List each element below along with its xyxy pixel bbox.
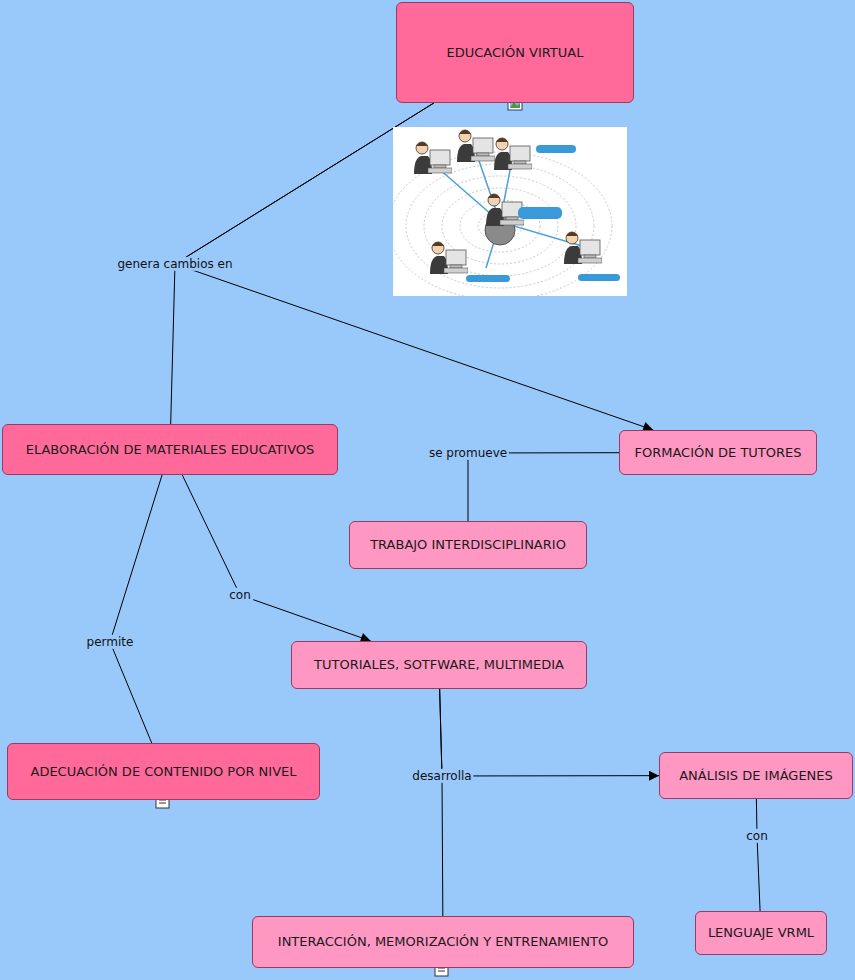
- tag-pill: [578, 274, 620, 281]
- connector-line: [440, 689, 659, 776]
- linking-phrase: permite: [85, 635, 136, 649]
- concept-box: FORMACIÓN DE TUTORES: [619, 430, 817, 475]
- concept-text: ADECUACIÓN DE CONTENIDO POR NIVEL: [31, 764, 297, 780]
- illustration: [388, 127, 627, 300]
- concept-box: EDUCACIÓN VIRTUAL: [396, 2, 634, 103]
- connector-line: [175, 103, 653, 430]
- person-figure: [486, 194, 524, 226]
- person-figure: [494, 138, 532, 170]
- linking-phrase: genera cambios en: [115, 257, 234, 271]
- concept-box: TRABAJO INTERDISCIPLINARIO: [349, 521, 587, 569]
- linking-phrase: con: [744, 829, 770, 843]
- connector-line: [182, 475, 371, 641]
- person-figure: [457, 130, 495, 162]
- person-figure: [564, 232, 602, 264]
- concept-text: INTERACCIÓN, MEMORIZACIÓN Y ENTRENAMIENT…: [278, 934, 608, 950]
- orbit-ring: [406, 164, 594, 288]
- linking-phrase: con: [227, 588, 253, 602]
- tag-pill: [466, 275, 510, 282]
- connector-line: [110, 475, 162, 743]
- concept-box: INTERACCIÓN, MEMORIZACIÓN Y ENTRENAMIENT…: [252, 916, 634, 968]
- concept-text: FORMACIÓN DE TUTORES: [634, 445, 801, 461]
- concept-box: ANÁLISIS DE IMÁGENES: [659, 752, 853, 799]
- illustration-frame: [393, 127, 627, 296]
- concept-text: LENGUAJE VRML: [708, 925, 814, 941]
- concept-text: EDUCACIÓN VIRTUAL: [447, 45, 584, 61]
- concept-text: TUTORIALES, SOTFWARE, MULTIMEDIA: [314, 657, 564, 673]
- orbit-ring: [424, 176, 576, 276]
- linking-phrase: desarrolla: [410, 769, 473, 783]
- tag-pill: [536, 145, 576, 153]
- linking-phrase: se promueve: [427, 446, 509, 460]
- concept-text: ELABORACIÓN DE MATERIALES EDUCATIVOS: [26, 442, 315, 458]
- connector-line: [756, 799, 760, 911]
- person-figure: [430, 242, 468, 274]
- concept-text: TRABAJO INTERDISCIPLINARIO: [370, 537, 566, 553]
- person-figure: [414, 142, 452, 174]
- tag-pill: [518, 207, 562, 219]
- concept-text: ANÁLISIS DE IMÁGENES: [679, 768, 833, 784]
- concept-box: ADECUACIÓN DE CONTENIDO POR NIVEL: [7, 743, 320, 800]
- concept-box: ELABORACIÓN DE MATERIALES EDUCATIVOS: [2, 424, 338, 475]
- connector-line: [468, 453, 619, 521]
- concept-box: LENGUAJE VRML: [695, 911, 827, 955]
- connector-line: [440, 689, 443, 916]
- concept-box: TUTORIALES, SOTFWARE, MULTIMEDIA: [291, 641, 587, 689]
